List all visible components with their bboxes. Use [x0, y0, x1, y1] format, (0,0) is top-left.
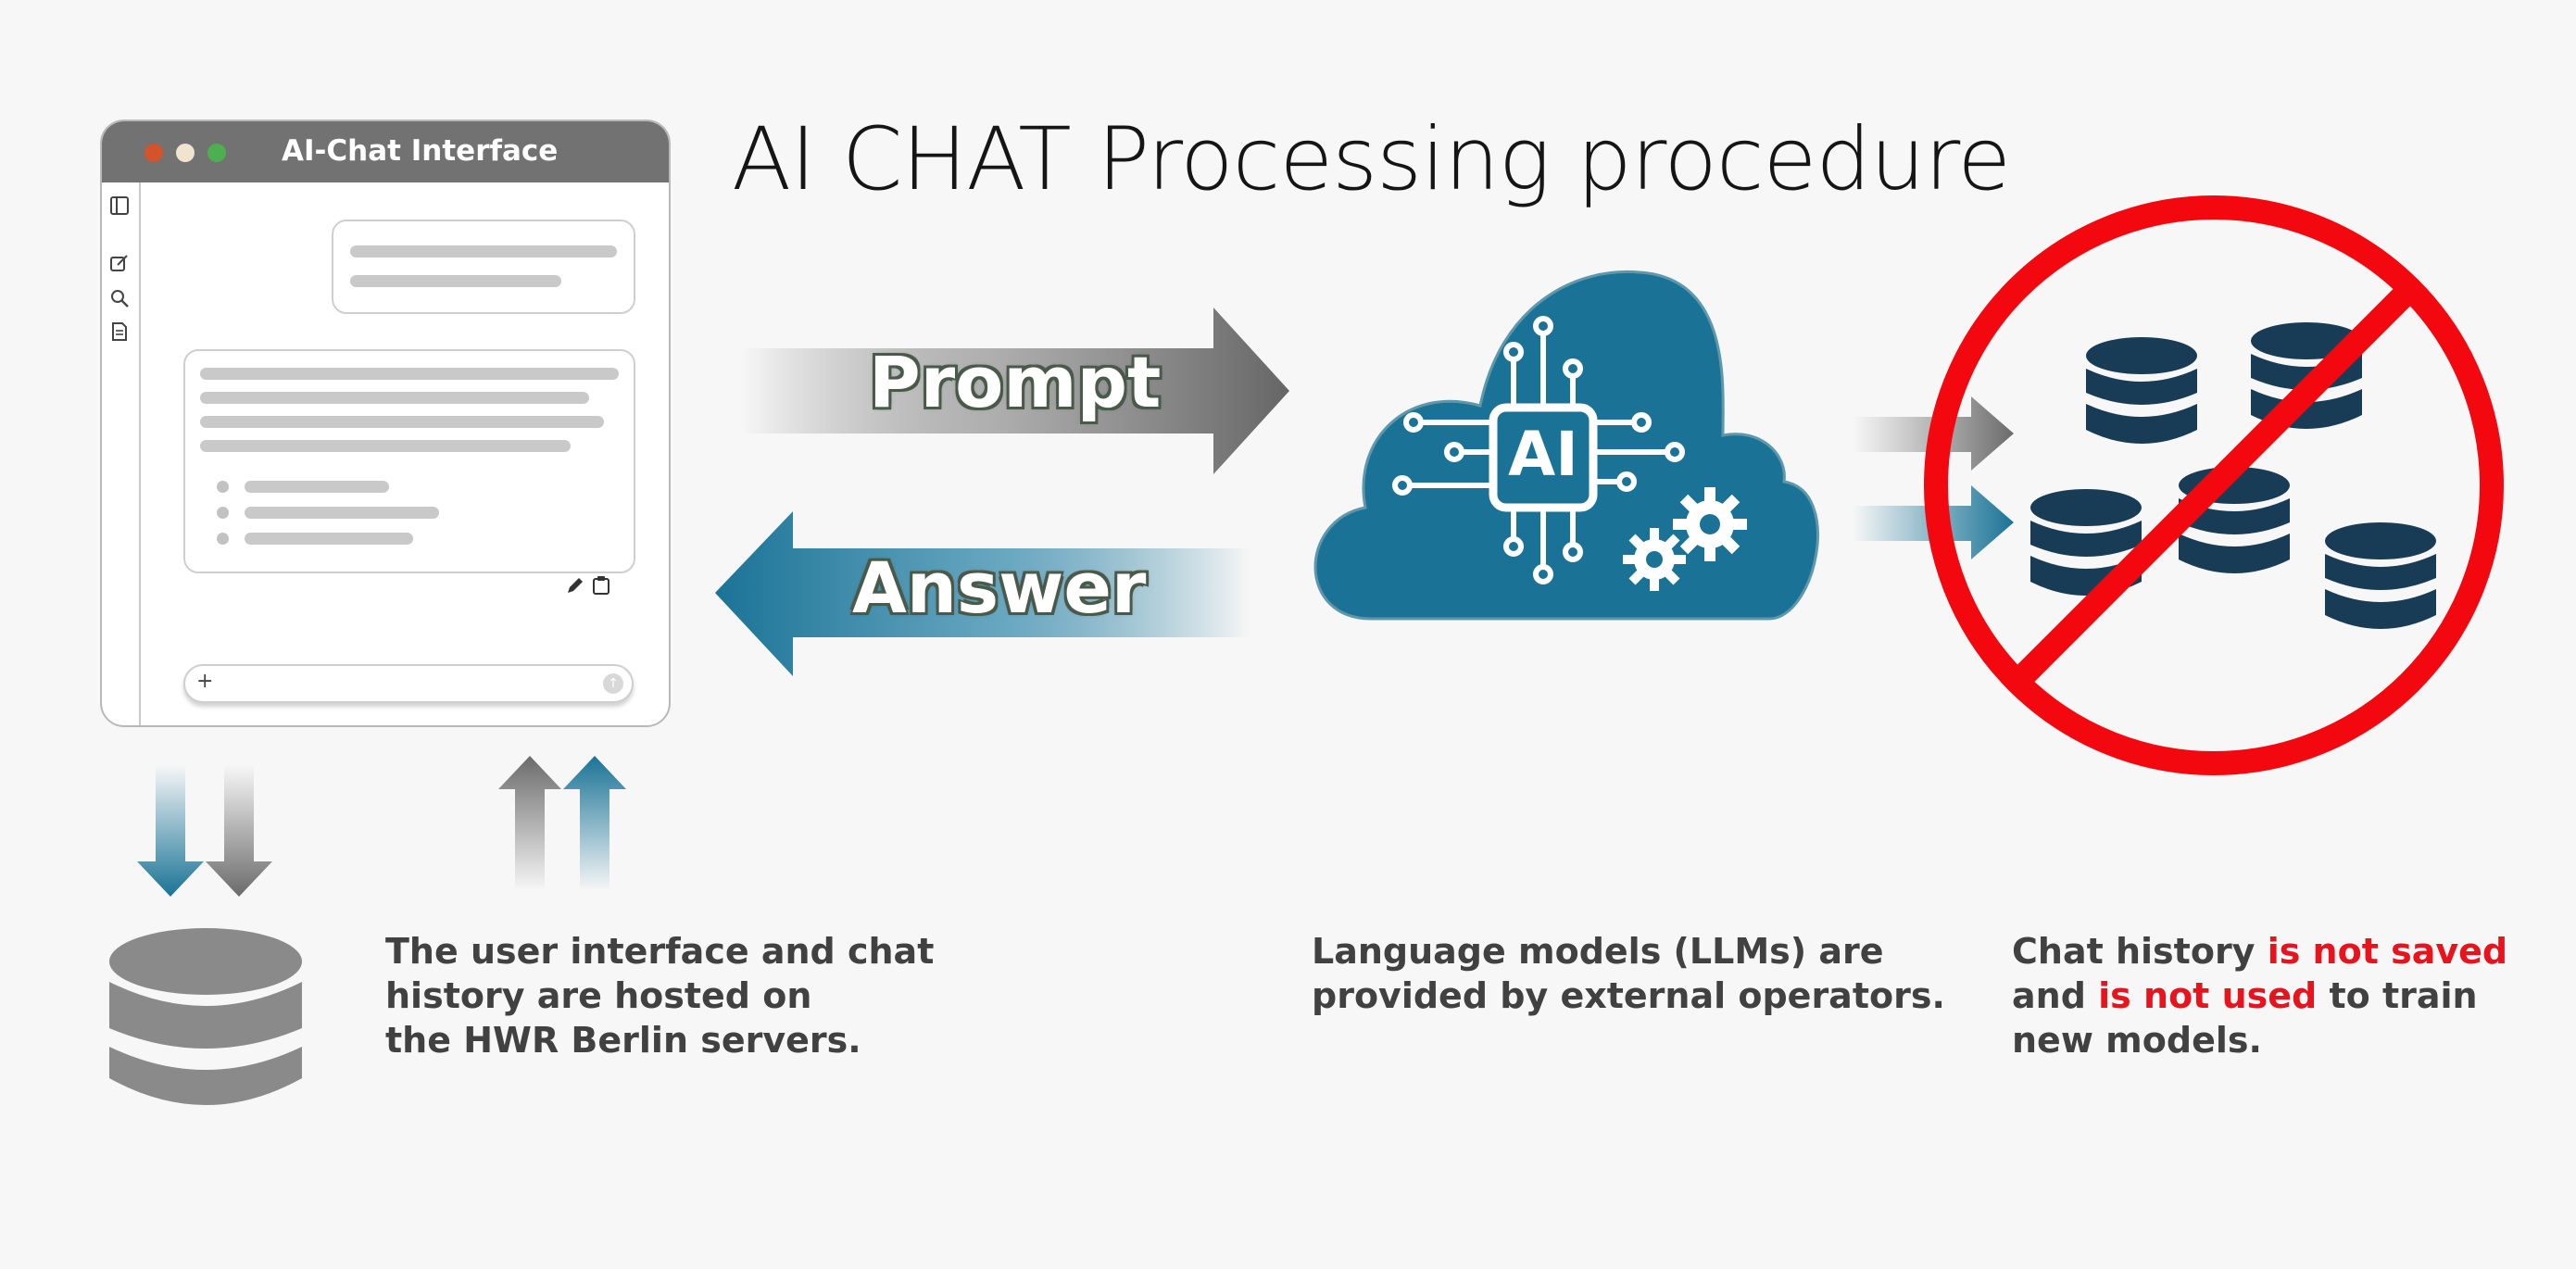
up-grey-arrow: [498, 756, 561, 891]
hwr-server-database-icon: [109, 928, 302, 1105]
clipboard-icon: [593, 576, 609, 595]
up-blue-arrow: [563, 756, 626, 891]
history-caption: Chat history is not saved and is not use…: [2012, 929, 2507, 1062]
window-minimize-dot: [176, 144, 195, 162]
list-bullet: [217, 481, 229, 493]
placeholder-line: [350, 275, 561, 287]
cloud-ai-label: AI: [1508, 419, 1578, 490]
caption-line: the HWR Berlin servers.: [385, 1020, 861, 1061]
sidebar-toggle-icon: [110, 196, 129, 215]
chat-window: AI-Chat Interface: [100, 119, 671, 727]
ui-hosting-caption: The user interface and chat history are …: [385, 929, 934, 1062]
caption-line: new models.: [2012, 1020, 2262, 1061]
not-saved-highlight: is not saved: [2267, 931, 2508, 972]
list-bullet: [217, 507, 229, 519]
window-maximize-dot: [207, 144, 226, 162]
caption-text: Chat history: [2012, 931, 2268, 972]
prohibition-sign-icon: [1924, 195, 2504, 775]
caption-text: to train: [2317, 975, 2478, 1016]
placeholder-line: [245, 507, 439, 519]
assistant-message-bubble: [183, 349, 635, 573]
document-icon: [112, 322, 127, 341]
page-title: AI CHAT Processing procedure: [732, 109, 2011, 210]
caption-line: history are hosted on: [385, 975, 812, 1016]
llm-caption: Language models (LLMs) are provided by e…: [1312, 929, 1945, 1018]
pencil-icon: [568, 578, 583, 593]
window-title-bar: AI-Chat Interface: [102, 121, 669, 182]
placeholder-line: [200, 440, 571, 452]
user-message-bubble: [332, 220, 635, 314]
not-used-highlight: is not used: [2098, 975, 2318, 1016]
placeholder-line: [245, 481, 389, 493]
edit-icon: [110, 255, 128, 271]
ai-cloud-icon: [1313, 270, 1819, 621]
placeholder-line: [350, 245, 617, 258]
list-bullet: [217, 533, 229, 545]
search-icon: [111, 290, 129, 308]
caption-line: provided by external operators.: [1312, 975, 1945, 1016]
caption-line: Language models (LLMs) are: [1312, 931, 1884, 972]
window-sidebar: [102, 182, 141, 725]
send-icon: ↑: [603, 673, 623, 694]
placeholder-line: [200, 416, 604, 428]
answer-arrow: [715, 511, 1250, 676]
answer-label: Answer: [852, 547, 1147, 629]
caption-line: and is not used to train: [2012, 974, 2507, 1018]
placeholder-line: [200, 368, 619, 380]
placeholder-line: [245, 533, 413, 545]
placeholder-line: [200, 392, 589, 404]
window-title: AI-Chat Interface: [282, 134, 559, 168]
chat-input: + ↑: [183, 664, 634, 703]
window-close-dot: [145, 144, 163, 162]
prompt-arrow: [741, 308, 1289, 474]
caption-text: and: [2012, 975, 2099, 1016]
caption-line: Chat history is not saved: [2012, 929, 2507, 974]
down-grey-arrow: [206, 765, 272, 897]
down-blue-arrow: [137, 765, 204, 897]
caption-line: The user interface and chat: [385, 931, 935, 972]
plus-icon: +: [196, 670, 214, 693]
prompt-label: Prompt: [869, 341, 1162, 423]
